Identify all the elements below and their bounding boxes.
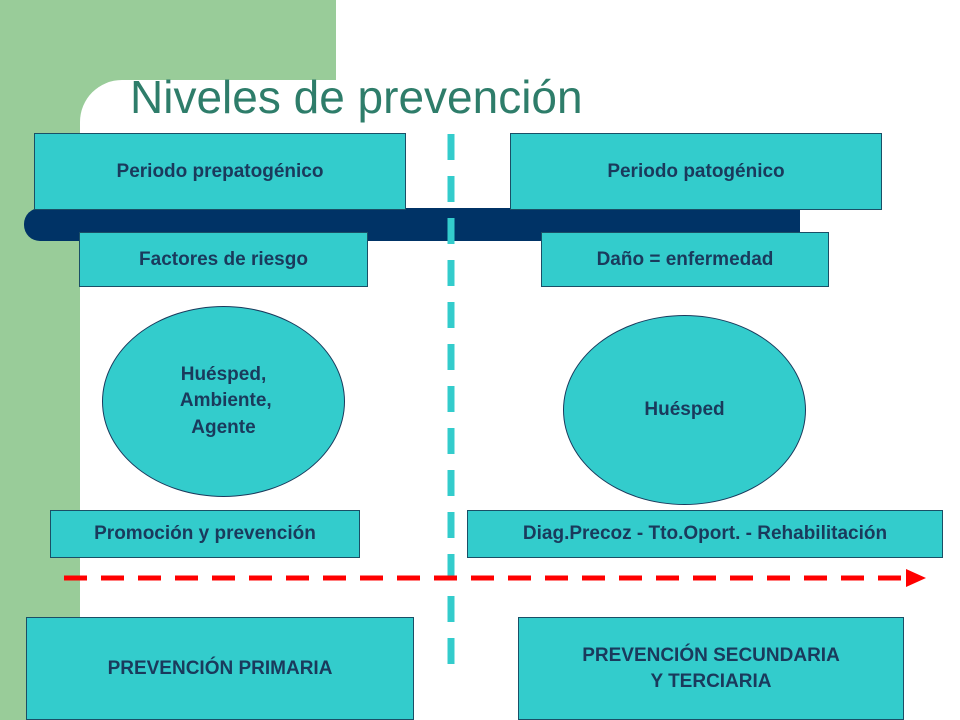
diagnosis-label: Diag.Precoz - Tto.Oport. - Rehabilitació…	[522, 523, 888, 545]
promotion-label: Promoción y prevención	[94, 523, 316, 545]
diagnosis-box: Diag.Precoz - Tto.Oport. - Rehabilitació…	[467, 510, 943, 558]
period-prepathogenic-box: Periodo prepatogénico	[34, 133, 406, 210]
oval-right-label: Huésped	[644, 398, 725, 420]
oval-left-text: Huésped, Ambiente, Agente	[175, 362, 272, 442]
host-environment-agent-oval: Huésped, Ambiente, Agente	[102, 306, 345, 497]
primary-prevention-label: PREVENCIÓN PRIMARIA	[107, 657, 333, 679]
slide-title: Niveles de prevención	[130, 71, 583, 123]
primary-prevention-box: PREVENCIÓN PRIMARIA	[26, 617, 414, 720]
secondary-prevention-line-1: PREVENCIÓN SECUNDARIA	[582, 644, 840, 666]
risk-factors-label: Factores de riesgo	[139, 248, 308, 270]
oval-left-line-3: Agente	[191, 416, 256, 438]
period-prepathogenic-label: Periodo prepatogénico	[116, 160, 324, 182]
promotion-box: Promoción y prevención	[50, 510, 360, 558]
risk-factors-box: Factores de riesgo	[79, 232, 368, 287]
oval-left-line-2: Ambiente,	[175, 390, 272, 412]
period-pathogenic-label: Periodo patogénico	[607, 160, 785, 182]
host-oval: Huésped	[563, 315, 806, 505]
damage-box: Daño = enfermedad	[541, 232, 829, 287]
oval-left-line-1: Huésped,	[180, 363, 267, 385]
period-pathogenic-box: Periodo patogénico	[510, 133, 882, 210]
secondary-prevention-box: PREVENCIÓN SECUNDARIA Y TERCIARIA	[518, 617, 904, 720]
progression-arrow-head	[906, 569, 926, 587]
damage-label: Daño = enfermedad	[596, 248, 774, 270]
secondary-prevention-line-2: Y TERCIARIA	[650, 670, 772, 692]
